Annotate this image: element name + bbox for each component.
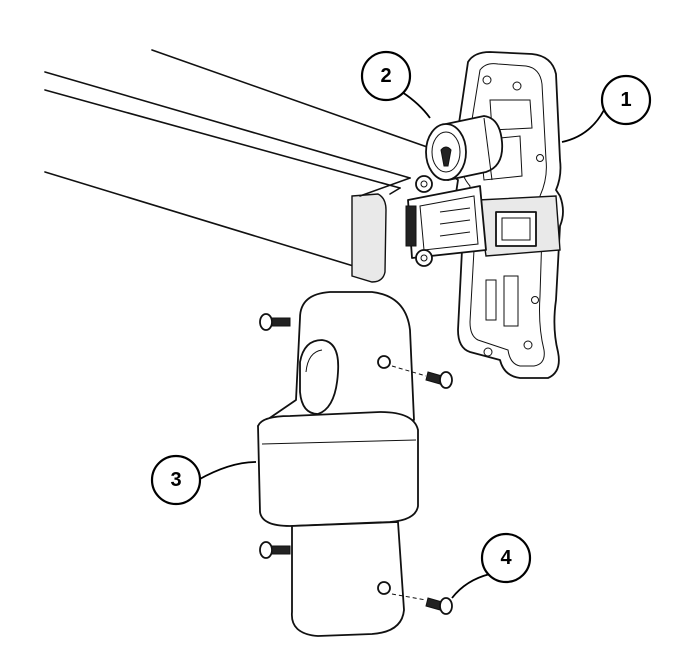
rail-end-cap <box>351 193 387 283</box>
callout-4-label: 4 <box>500 547 512 569</box>
callout-3: 3 <box>150 454 257 506</box>
callout-2: 2 <box>360 50 431 119</box>
trim-cover <box>257 291 419 637</box>
lock-cylinder <box>425 115 504 181</box>
callout-2-label: 2 <box>380 65 391 87</box>
screw-upper-left <box>259 313 291 331</box>
push-bar-rail <box>44 49 431 283</box>
callout-3-label: 3 <box>170 469 181 491</box>
callout-4: 4 <box>451 532 532 599</box>
screw-lower-left <box>259 541 291 559</box>
exit-device-chassis <box>405 51 564 379</box>
callout-1-label: 1 <box>620 89 631 111</box>
callout-1: 1 <box>561 74 652 143</box>
screw-lower-right <box>391 593 453 615</box>
screw-upper-right <box>391 365 453 389</box>
